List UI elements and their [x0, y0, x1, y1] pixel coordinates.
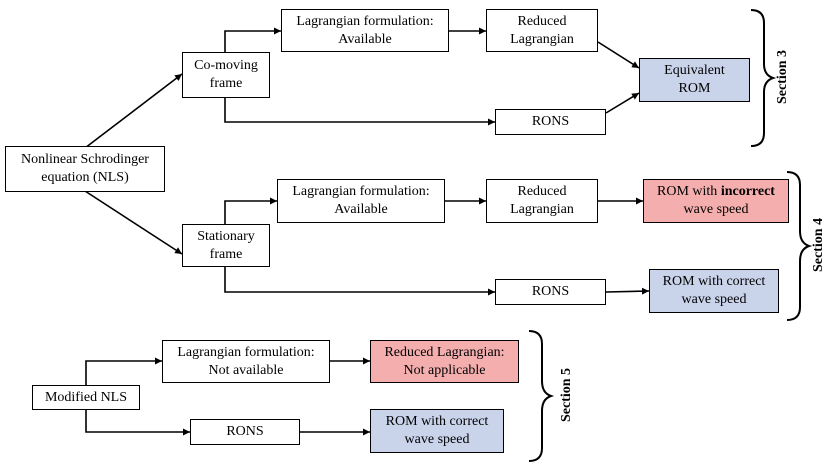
section-3-label: Section 3	[775, 42, 791, 112]
section-5-text: Section 5	[559, 367, 574, 423]
rom-incorrect-speed-box: ROM with incorrect wave speed	[643, 179, 789, 223]
modified-nls-box: Modified NLS	[32, 385, 140, 410]
section-5-label: Section 5	[559, 360, 575, 430]
reduced-lagrangian-box-1: Reduced Lagrangian	[486, 9, 598, 52]
brace-section-5	[528, 330, 555, 462]
reduced-lagrangian-not-applicable-box: Reduced Lagrangian: Not applicable	[370, 340, 519, 383]
rons-box-2: RONS	[495, 279, 606, 305]
rom-correct-speed-box-2: ROM with correct wave speed	[370, 409, 504, 453]
section-4-label: Section 4	[811, 210, 827, 280]
equivalent-rom-box: Equivalent ROM	[639, 58, 750, 102]
lagrangian-not-available-box: Lagrangian formulation: Not available	[162, 340, 330, 383]
reduced-lagrangian-box-2: Reduced Lagrangian	[486, 179, 598, 223]
arrow-comoving-to-lagrangian	[224, 27, 281, 52]
lagrangian-available-box-2: Lagrangian formulation: Available	[277, 179, 445, 223]
rom-incorrect-line-2: wave speed	[683, 202, 749, 217]
brace-section-4	[786, 171, 813, 321]
arrow-stationary-to-lagrangian	[224, 197, 277, 224]
rons-box-1: RONS	[495, 109, 606, 135]
brace-section-3	[750, 9, 777, 147]
section-4-text: Section 4	[811, 217, 826, 273]
arrow-nls-to-comoving	[84, 73, 183, 149]
arrow-reduced-to-equivalent-rom	[597, 41, 640, 69]
rom-incorrect-line-1: ROM with incorrect	[657, 183, 775, 201]
comoving-frame-box: Co-moving frame	[182, 52, 270, 98]
arrow-modified-to-rons	[85, 409, 190, 436]
section-3-text: Section 3	[775, 49, 790, 105]
rom-incorrect-prefix: ROM with	[657, 184, 721, 199]
arrow-modified-to-lagrangian	[85, 357, 162, 385]
nls-box: Nonlinear Schrodinger equation (NLS)	[5, 146, 165, 192]
arrow-comoving-to-rons	[224, 97, 495, 126]
rom-incorrect-keyword: incorrect	[720, 184, 775, 199]
arrow-rons-to-correct-rom	[605, 287, 650, 295]
stationary-frame-box: Stationary frame	[182, 224, 270, 267]
arrow-stationary-to-rons	[224, 267, 495, 296]
rons-box-3: RONS	[190, 419, 300, 445]
arrow-rons-to-equivalent-rom	[605, 92, 640, 114]
rom-correct-speed-box-1: ROM with correct wave speed	[649, 269, 779, 313]
arrow-nls-to-stationary	[84, 190, 183, 255]
lagrangian-available-box-1: Lagrangian formulation: Available	[281, 9, 449, 52]
